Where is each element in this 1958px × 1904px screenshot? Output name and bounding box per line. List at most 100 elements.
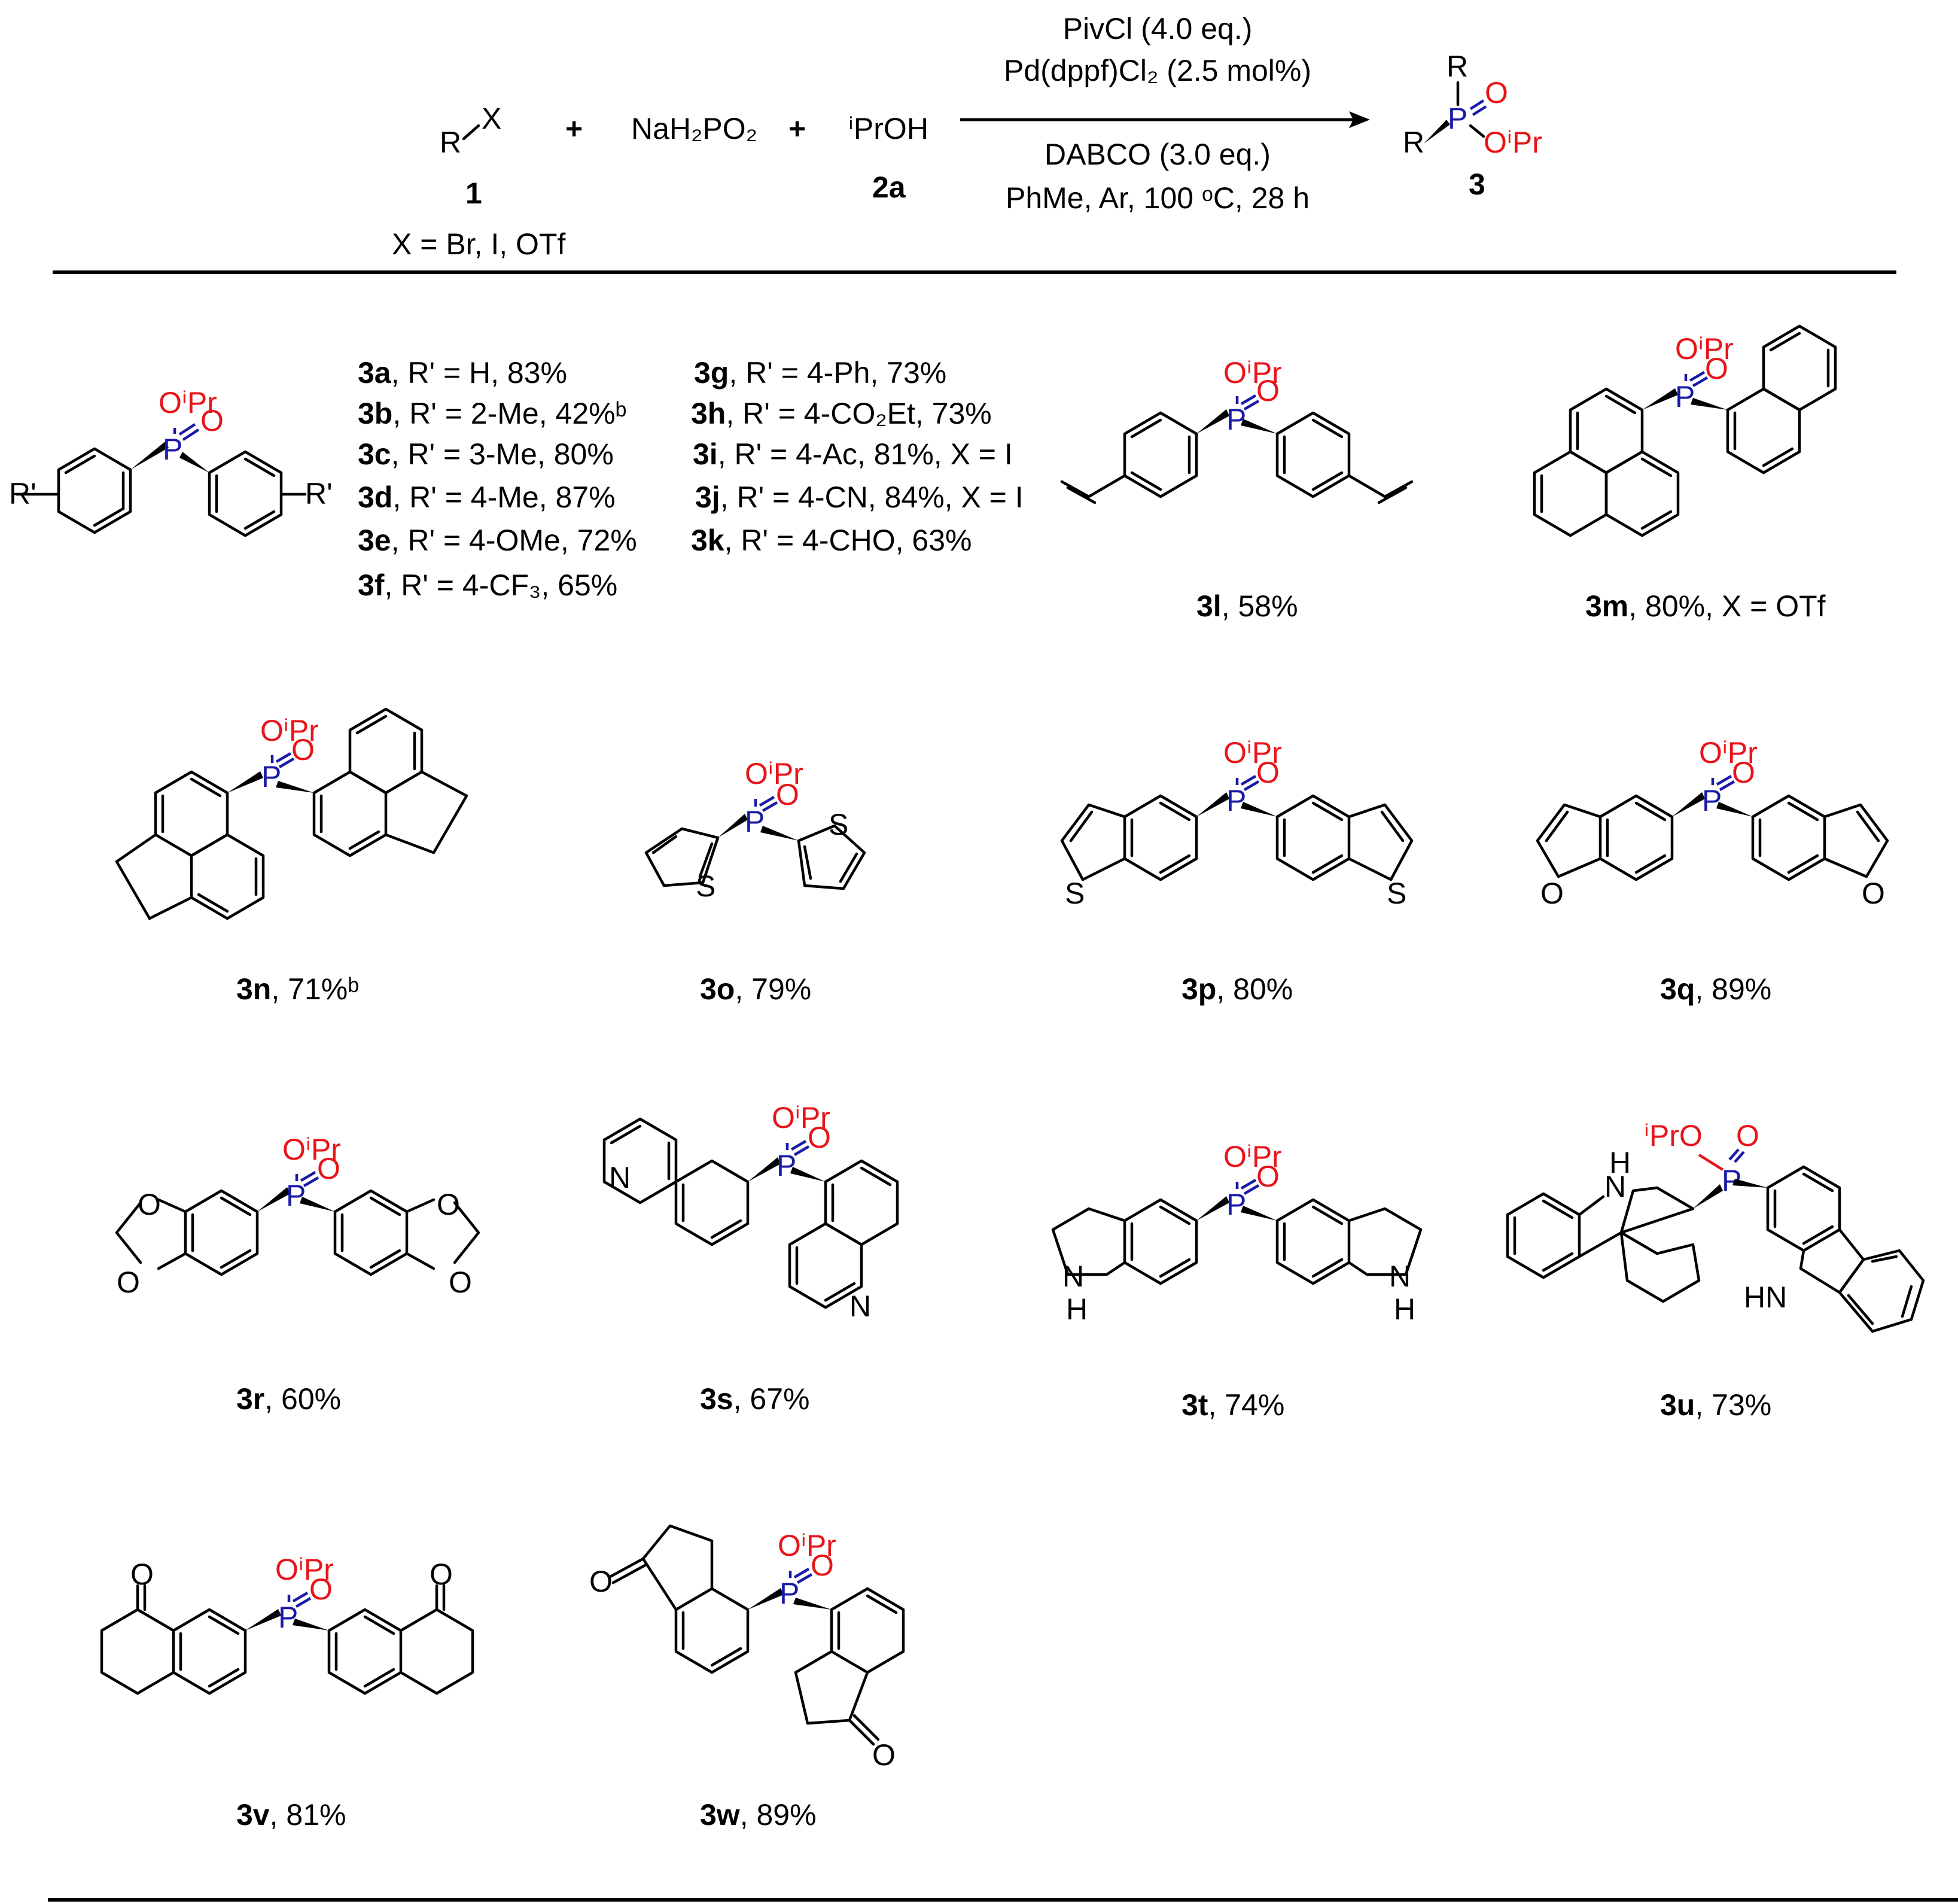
svg-text:3k, R' = 4-CHO, 63%: 3k, R' = 4-CHO, 63% (691, 524, 972, 557)
svg-text:O: O (291, 733, 315, 767)
reaction-arrowhead (1349, 111, 1370, 128)
svg-text:P: P (745, 805, 765, 838)
conditions-below-2: PhMe, Ar, 100 ᵒC, 28 h (1006, 181, 1310, 215)
label-3w-text: , 89% (740, 1798, 817, 1832)
label-3v-id: 3v (236, 1798, 270, 1832)
conditions-above-2: Pd(dppf)Cl₂ (2.5 mol%) (1004, 54, 1311, 87)
alcohol-number: 2a (872, 171, 906, 204)
label-3o-text: , 79% (735, 972, 811, 1006)
entry-3i-text: , R' = 4-Ac, 81%, X = I (718, 437, 1013, 471)
product-wedge (1424, 120, 1450, 144)
entries-list-right: 3g, R' = 4-Ph, 73% 3h, R' = 4-CO₂Et, 73%… (691, 356, 1024, 557)
conditions-above-1: PivCl (4.0 eq.) (1063, 12, 1253, 45)
svg-text:OⁱPr: OⁱPr (1223, 356, 1282, 390)
entry-3c-text: , R' = 3-Me, 80% (391, 437, 614, 471)
3r-o1: O (138, 1188, 161, 1221)
svg-text:OⁱPr: OⁱPr (1699, 736, 1758, 769)
label-3u-id: 3u (1660, 1388, 1695, 1422)
reactant1-r: R (440, 126, 461, 159)
svg-text:O: O (808, 1121, 831, 1154)
plus-sign-2: + (788, 112, 806, 145)
product-oipr: OⁱPr (1484, 126, 1542, 159)
svg-text:3w, 89%: 3w, 89% (700, 1798, 817, 1832)
svg-text:3b, R' = 2-Me, 42%ᵇ: 3b, R' = 2-Me, 42%ᵇ (358, 397, 626, 430)
svg-text:O: O (1256, 1160, 1280, 1193)
svg-text:3n, 71%ᵇ: 3n, 71%ᵇ (236, 972, 359, 1006)
label-3t-id: 3t (1182, 1388, 1208, 1422)
svg-text:OⁱPr: OⁱPr (778, 1529, 836, 1562)
entry-3h-id: 3h (691, 397, 726, 430)
label-3n-text: , 71%ᵇ (271, 972, 359, 1006)
svg-text:O: O (811, 1549, 834, 1582)
svg-text:O: O (1732, 756, 1755, 789)
entry-3e-text: , R' = 4-OMe, 72% (391, 524, 637, 557)
entry-3k-text: , R' = 4-CHO, 63% (724, 524, 972, 557)
structure-3s: N P O OⁱPr N 3s, 67% (602, 1101, 899, 1416)
right-ring (208, 450, 283, 537)
structure-3m: P O OⁱPr 3m, 80%, X = OTf (1533, 324, 1837, 623)
label-3p-id: 3p (1182, 972, 1216, 1006)
left-ring (57, 447, 132, 534)
3o-s-left: S (696, 869, 715, 903)
svg-text:3s, 67%: 3s, 67% (700, 1382, 809, 1416)
generic-oipr: OⁱPr (159, 386, 217, 419)
r-prime-left: R' (9, 477, 36, 510)
entry-3a-text: , R' = H, 83% (391, 356, 567, 390)
3v-o-left: O (130, 1558, 154, 1591)
3r-o2: O (117, 1266, 140, 1299)
plus-sign-1: + (565, 112, 583, 145)
alcohol-ipr-oh: ⁱPrOH (848, 112, 928, 145)
3p-s-left: S (1065, 877, 1085, 910)
svg-text:O: O (1705, 352, 1728, 385)
entry-3d-id: 3d (358, 480, 392, 514)
svg-text:O: O (1256, 374, 1280, 407)
svg-text:3g, R' = 4-Ph, 73%: 3g, R' = 4-Ph, 73% (694, 356, 946, 390)
structure-3r: O O P O OⁱPr O O 3r, 60% (115, 1133, 480, 1416)
svg-text:P: P (278, 1601, 298, 1634)
entries-list-left: 3a, R' = H, 83% 3b, R' = 2-Me, 42%ᵇ 3c, … (358, 356, 637, 602)
3w-o-left: O (589, 1565, 613, 1598)
structure-3u: H N ⁱPrO P O HN 3u, 73% (1506, 1119, 1925, 1422)
entry-3j-text: , R' = 4-CN, 84%, X = I (720, 480, 1024, 514)
svg-text:3m, 80%, X = OTf: 3m, 80%, X = OTf (1585, 589, 1826, 623)
svg-text:P: P (1675, 380, 1695, 413)
svg-text:OⁱPr: OⁱPr (282, 1133, 341, 1166)
svg-text:P: P (779, 1577, 799, 1610)
svg-text:3j, R' = 4-CN, 84%, X = I: 3j, R' = 4-CN, 84%, X = I (695, 480, 1024, 514)
label-3v-text: , 81% (270, 1798, 346, 1832)
svg-text:OⁱPr: OⁱPr (275, 1553, 334, 1586)
3v-o-right: O (430, 1558, 453, 1591)
svg-text:3t, 74%: 3t, 74% (1182, 1388, 1284, 1422)
3u-hn-bottom: HN (1744, 1281, 1787, 1314)
3q-o-right: O (1862, 877, 1885, 910)
label-3p-text: , 80% (1216, 972, 1293, 1006)
svg-text:3o, 79%: 3o, 79% (700, 972, 811, 1006)
3o-s-right: S (829, 808, 848, 841)
svg-text:O: O (776, 778, 799, 811)
label-3n-id: 3n (236, 972, 271, 1006)
svg-text:P: P (261, 760, 281, 793)
conditions-below-1: DABCO (3.0 eq.) (1045, 138, 1271, 171)
entry-3g-id: 3g (694, 356, 729, 390)
entry-3h-text: , R' = 4-CO₂Et, 73% (726, 397, 991, 430)
structure-3o: S P O OⁱPr S 3o, 79% (644, 757, 866, 1006)
3u-n-top: N (1604, 1170, 1626, 1203)
svg-text:P: P (1226, 784, 1246, 817)
entry-3b-id: 3b (358, 397, 392, 430)
svg-text:O: O (317, 1152, 340, 1185)
svg-text:OⁱPr: OⁱPr (1223, 1140, 1282, 1173)
label-3o-id: 3o (700, 972, 735, 1006)
svg-text:3q, 89%: 3q, 89% (1660, 972, 1771, 1006)
3s-n-right: N (849, 1289, 871, 1323)
svg-text:O: O (1736, 1119, 1759, 1152)
svg-text:3f, R' = 4-CF₃, 65%: 3f, R' = 4-CF₃, 65% (358, 568, 617, 602)
3r-o4: O (449, 1266, 472, 1299)
3r-o3: O (437, 1188, 460, 1221)
label-3m-text: , 80%, X = OTf (1628, 589, 1825, 623)
entry-3e-id: 3e (358, 524, 391, 557)
x-definition: X = Br, I, OTf (392, 227, 565, 261)
svg-text:3e, R' = 4-OMe, 72%: 3e, R' = 4-OMe, 72% (358, 524, 637, 557)
label-3l-id: 3l (1196, 589, 1222, 623)
product-number: 3 (1469, 168, 1485, 201)
svg-text:3h, R' = 4-CO₂Et, 73%: 3h, R' = 4-CO₂Et, 73% (691, 397, 992, 430)
